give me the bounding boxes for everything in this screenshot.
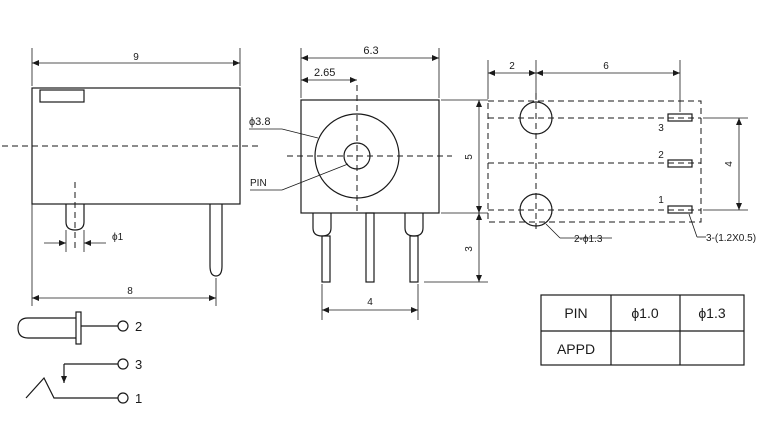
table-header-phi13: ϕ1.3	[698, 305, 726, 321]
footprint-hole-bottom	[519, 193, 553, 227]
side-top-tab	[39, 89, 85, 103]
front-pin-middle	[365, 212, 375, 283]
dim-side-pin-reach-label: 8	[127, 286, 133, 297]
footprint-slot-2	[667, 159, 693, 168]
footprint-hole-top	[519, 101, 553, 135]
dim-top-side-span-label: 4	[724, 161, 735, 167]
dim-front-pin-length-label: 3	[464, 246, 475, 252]
footprint-pin-2-label: 2	[658, 150, 664, 161]
table-header-pin: PIN	[564, 305, 587, 321]
side-short-pin	[65, 204, 85, 231]
schematic-label-3: 3	[135, 357, 142, 372]
schematic-terminal-3	[117, 358, 129, 370]
schematic-symbol: 2 3 1	[17, 311, 142, 406]
side-view: 9 ϕ1 8	[2, 48, 258, 306]
dim-top-left-offset-label: 2	[509, 61, 515, 72]
front-pin-left-top	[312, 213, 332, 237]
pin-table: PIN ϕ1.0 ϕ1.3 APPD	[540, 294, 745, 366]
schematic-terminal-1	[117, 392, 129, 404]
dim-top-span-label: 6	[603, 61, 609, 72]
table-row-appd: APPD	[557, 341, 595, 357]
footprint-view: 3 2 1 2 6 4 2-ϕ1.3 3-(1.2X0.5)	[487, 60, 756, 245]
dim-front-height-label: 5	[464, 154, 475, 160]
schematic-plug-collar	[75, 311, 82, 345]
front-pin-left	[321, 235, 331, 283]
table-header-phi10: ϕ1.0	[631, 305, 659, 321]
front-pin-label: PIN	[250, 178, 267, 189]
schematic-label-1: 1	[135, 391, 142, 406]
footprint-slot-1	[667, 205, 693, 214]
footprint-slot-3	[667, 113, 693, 122]
dim-side-pin-dia-label: ϕ1	[112, 232, 124, 243]
footprint-pin-1-label: 1	[658, 195, 664, 206]
dim-side-length-label: 9	[133, 52, 139, 63]
schematic-sleeve	[25, 376, 118, 399]
schematic-label-2: 2	[135, 319, 142, 334]
schematic-plug	[17, 317, 76, 339]
dim-front-pin-spacing-label: 4	[367, 297, 373, 308]
front-pin-right	[409, 235, 419, 283]
schematic-terminal-2	[117, 320, 129, 332]
front-pin-right-top	[404, 213, 424, 237]
dim-top-hole-dia-label: 2-ϕ1.3	[574, 234, 603, 245]
dim-top-slot-size-label: 3-(1.2X0.5)	[706, 233, 756, 244]
dim-front-center-offset-label: 2.65	[314, 67, 335, 79]
dim-front-bore-label: ϕ3.8	[249, 116, 270, 128]
dim-front-width-label: 6.3	[363, 45, 378, 57]
footprint-pin-3-label: 3	[658, 123, 664, 134]
footprint-outline	[487, 100, 702, 223]
side-long-pin	[209, 204, 223, 277]
front-view: 6.3 2.65 ϕ3.8 PIN 5 3 4	[249, 45, 488, 320]
